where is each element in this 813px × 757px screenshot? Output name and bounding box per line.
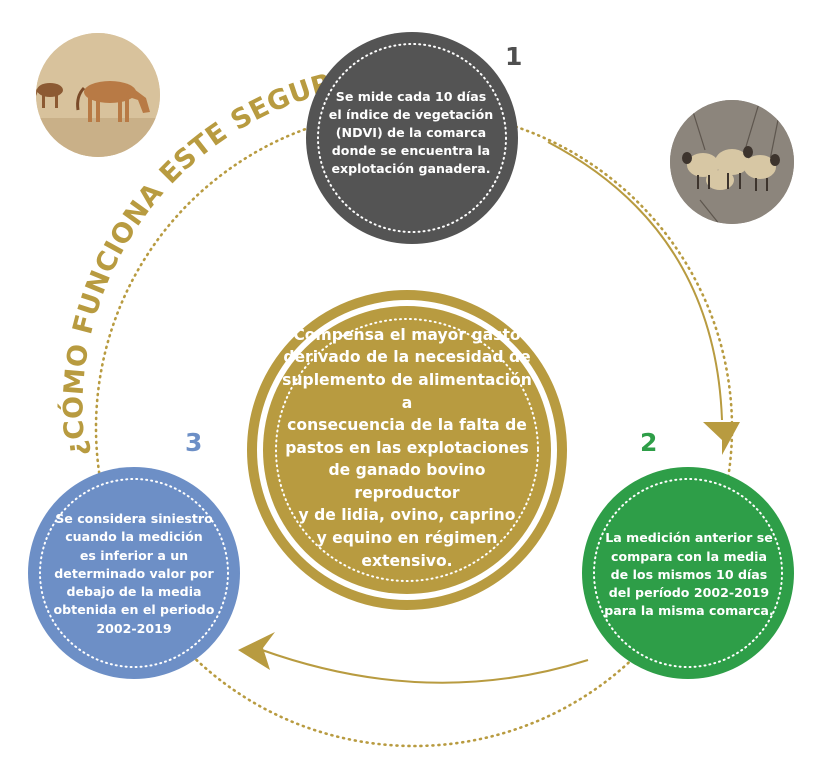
step1-number: 1 — [505, 42, 523, 71]
sheep-photo — [670, 100, 794, 224]
center-circle — [247, 290, 567, 610]
center-text: Compensa el mayor gasto derivado de la n… — [282, 325, 532, 570]
arrow-step2-to-step3 — [238, 632, 589, 684]
step1-text: Se mide cada 10 días el índice de vegeta… — [328, 89, 494, 176]
horses-photo — [36, 33, 160, 157]
step3-number: 3 — [185, 428, 203, 457]
step1-circle — [306, 32, 518, 244]
step3-circle — [28, 467, 240, 679]
step2-circle — [582, 467, 794, 679]
step2-text: La medición anterior se compara con la m… — [604, 530, 774, 619]
step3-text: Se considera siniestro cuando la medició… — [53, 511, 215, 636]
step2-number: 2 — [640, 428, 658, 457]
arrow-step1-to-step2 — [547, 141, 740, 455]
